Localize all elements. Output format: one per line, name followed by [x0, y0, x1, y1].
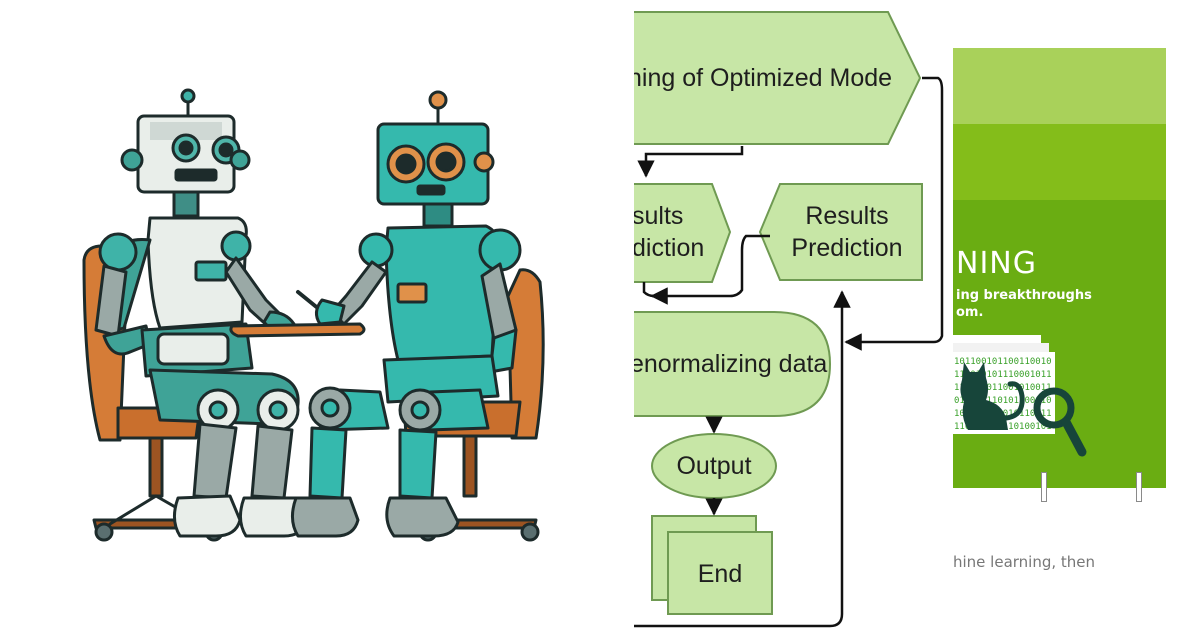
robots-illustration: [82, 88, 545, 542]
cat-silhouette-icon: [960, 362, 1025, 430]
right-robot: [291, 90, 522, 538]
card-band-mid: [953, 124, 1166, 200]
binary-row: 1110010110010100111: [954, 383, 1052, 393]
training-node-label: ning of Optimized Mode: [634, 64, 893, 92]
left-robot: [94, 88, 308, 538]
magnifier-icon: [1033, 387, 1087, 457]
binary-row: 1011001011001100100: [954, 357, 1052, 367]
denormalizing-node: [634, 311, 832, 417]
results-node-left: [634, 183, 732, 283]
output-label: Output: [676, 452, 752, 480]
document-sheet-middle: [953, 343, 1049, 353]
end-node: [667, 531, 773, 615]
binary-row: 0110101101011000100: [954, 396, 1052, 406]
machine-learning-card-panel: NING ing breakthroughs om. 1011001011001…: [950, 0, 1200, 630]
binary-row: 1100101011100010110: [954, 370, 1052, 380]
slide-tick-right: [1136, 472, 1142, 502]
end-label: End: [697, 560, 743, 588]
robots-illustration-panel: [82, 88, 545, 542]
results-right-label-line2: Prediction: [791, 234, 903, 262]
results-left-label-line2: diction: [634, 234, 705, 262]
denormalizing-label: enormalizing data: [634, 350, 828, 378]
card-caption: hine learning, then: [953, 553, 1096, 571]
connector-training-results: [637, 146, 744, 178]
results-right-label-line1: Results: [805, 202, 889, 230]
results-left-label-line1: sults: [634, 202, 684, 230]
card-subtitle-line1: ing breakthroughs: [956, 288, 1092, 303]
slide-tick-left: [1041, 472, 1047, 502]
flowchart-shapes: [634, 11, 944, 628]
results-node-right: [758, 183, 923, 281]
flowchart-panel: ning of Optimized Mode sults diction Res…: [634, 0, 950, 630]
connector-results-merge: [650, 234, 770, 305]
training-node: [634, 11, 922, 145]
document-sheet-back: [953, 335, 1041, 345]
table-top: [229, 322, 366, 338]
connector-left-results-down: [642, 282, 655, 298]
card-subtitle-line2: om.: [956, 305, 984, 320]
connector-feedback-loop: [634, 290, 851, 628]
card-title: NING: [956, 246, 1037, 281]
connector-training-denormalize: [844, 76, 944, 351]
card-band-top: [953, 48, 1166, 124]
